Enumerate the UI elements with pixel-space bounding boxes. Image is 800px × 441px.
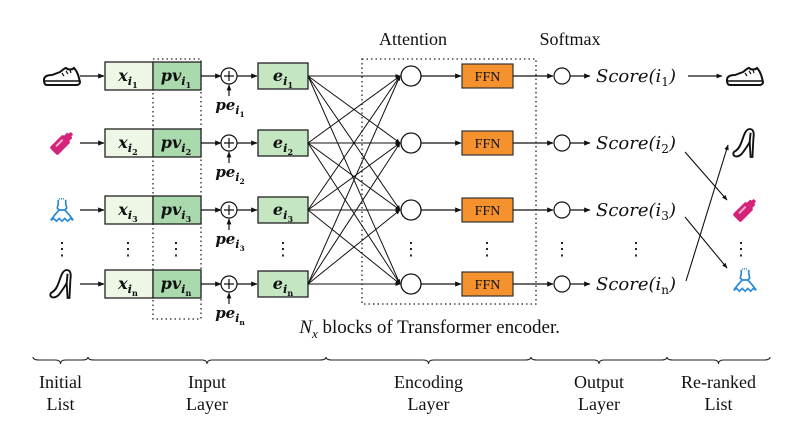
attention-edge: [307, 209, 401, 285]
section-label-line1: Re-ranked: [681, 372, 756, 392]
heel-icon: [49, 269, 72, 299]
ellipsis: ⋮: [119, 239, 137, 260]
position-embedding-label: pei3: [215, 230, 244, 253]
score-label: Score(i2): [596, 133, 676, 156]
ffn-box: [461, 63, 514, 89]
personalized-vector-box: [152, 61, 202, 91]
reranked-shoe-icon: [726, 67, 764, 86]
position-embedding-label: pein: [215, 304, 245, 327]
attention-node: [400, 65, 422, 87]
section-label-line2: Layer: [186, 394, 228, 414]
attention-edge: [307, 75, 401, 285]
ellipsis: ⋮: [274, 239, 292, 260]
ellipsis: ⋮: [732, 239, 750, 260]
embedding-label: ein: [273, 274, 294, 298]
transformer-block-frame: [361, 58, 537, 305]
softmax-label: Softmax: [540, 29, 601, 49]
attention-edge: [307, 75, 401, 211]
personalized-vector-label: pvi2: [161, 133, 191, 157]
score-label: Score(i3): [596, 200, 676, 223]
ellipsis: ⋮: [478, 239, 496, 260]
sequence-row: xi3 pvi3 pei3 ei3 FFN Score(i3): [49, 195, 676, 253]
attention-edge: [307, 75, 401, 144]
attention-node: [400, 273, 422, 295]
dress-icon: [49, 197, 75, 223]
plus-icon: [224, 71, 234, 81]
section-label-line1: Input: [188, 372, 226, 392]
section-brace: [87, 356, 327, 365]
section-brace: [530, 356, 668, 365]
caption-n-sub: x: [311, 326, 318, 341]
rerank-arrow: [684, 216, 728, 269]
section-label-line1: Initial: [39, 372, 82, 392]
ffn-box: [461, 130, 514, 156]
rerank-arrow: [685, 144, 729, 282]
reranked-heel-icon: [732, 128, 755, 158]
embedding-box: [257, 196, 309, 224]
transformer-caption: Nx blocks of Transformer encoder.: [298, 317, 560, 341]
ffn-label: FFN: [475, 278, 501, 293]
item-feature-label: xi2: [117, 133, 138, 157]
plus-icon: [224, 138, 234, 148]
personalized-vector-label: pvi3: [161, 200, 192, 224]
personalized-vector-box: [152, 269, 202, 299]
ffn-label: FFN: [475, 137, 501, 152]
shoe-icon: [43, 67, 81, 86]
personalized-vector-label: pvin: [161, 274, 192, 298]
embedding-label: ei2: [273, 133, 293, 157]
score-label: Score(i1): [596, 66, 676, 89]
ellipsis: ⋮: [553, 239, 571, 260]
caption-n: N: [298, 317, 313, 338]
ffn-box: [461, 197, 514, 223]
section-brace: [666, 356, 771, 365]
personalized-vector-box: [152, 128, 202, 158]
section-label-line2: List: [704, 394, 732, 414]
item-feature-label: xi3: [117, 200, 138, 224]
embedding-label: ei3: [273, 200, 294, 224]
attention-node: [400, 199, 422, 221]
section-label-line1: Output: [574, 372, 624, 392]
item-feature-box: [104, 269, 154, 299]
position-vector-frame: [152, 58, 202, 320]
rerank-arrow: [684, 151, 728, 201]
ffn-label: FFN: [475, 204, 501, 219]
reranked-dress-icon: [732, 267, 758, 293]
ellipsis: ⋮: [167, 239, 185, 260]
item-feature-label: xin: [117, 274, 138, 298]
ffn-label: FFN: [475, 70, 501, 85]
sequence-row: xi2 pvi2 pei2 ei2 FFN Score(i2): [49, 128, 676, 186]
score-label: Score(in): [596, 274, 676, 297]
plus-icon: [224, 205, 234, 215]
embedding-label: ei1: [273, 66, 293, 90]
caption-rest: blocks of Transformer encoder.: [318, 317, 560, 338]
section-label-line2: Layer: [408, 394, 450, 414]
item-feature-label: xi1: [117, 66, 138, 90]
softmax-node: [553, 67, 571, 85]
attention-label: Attention: [379, 29, 447, 49]
softmax-node: [553, 201, 571, 219]
embedding-box: [257, 129, 309, 157]
section-label-line1: Encoding: [394, 372, 463, 392]
plus-icon: [224, 279, 234, 289]
ellipsis: ⋮: [627, 239, 645, 260]
position-embedding-label: pei2: [215, 163, 244, 186]
section-label-line2: Layer: [578, 394, 620, 414]
ellipsis: ⋮: [53, 239, 71, 260]
attention-edge: [307, 142, 401, 211]
position-embedding-label: pei1: [215, 96, 244, 119]
bottle-icon: [49, 129, 76, 156]
section-brace: [32, 356, 89, 365]
attention-edge: [307, 142, 401, 285]
section-label-line2: List: [46, 394, 74, 414]
personalized-vector-label: pvi1: [161, 66, 191, 90]
ellipsis: ⋮: [402, 239, 420, 260]
softmax-node: [553, 275, 571, 293]
sequence-row: xin pvin pein ein FFN Score(in): [49, 269, 676, 327]
reranked-bottle-icon: [732, 196, 759, 223]
embedding-box: [257, 62, 309, 90]
sequence-row: xi1 pvi1 pei1 ei1 FFN Score(i1): [43, 61, 676, 119]
section-brace: [325, 356, 532, 365]
attention-node: [400, 132, 422, 154]
softmax-node: [553, 134, 571, 152]
